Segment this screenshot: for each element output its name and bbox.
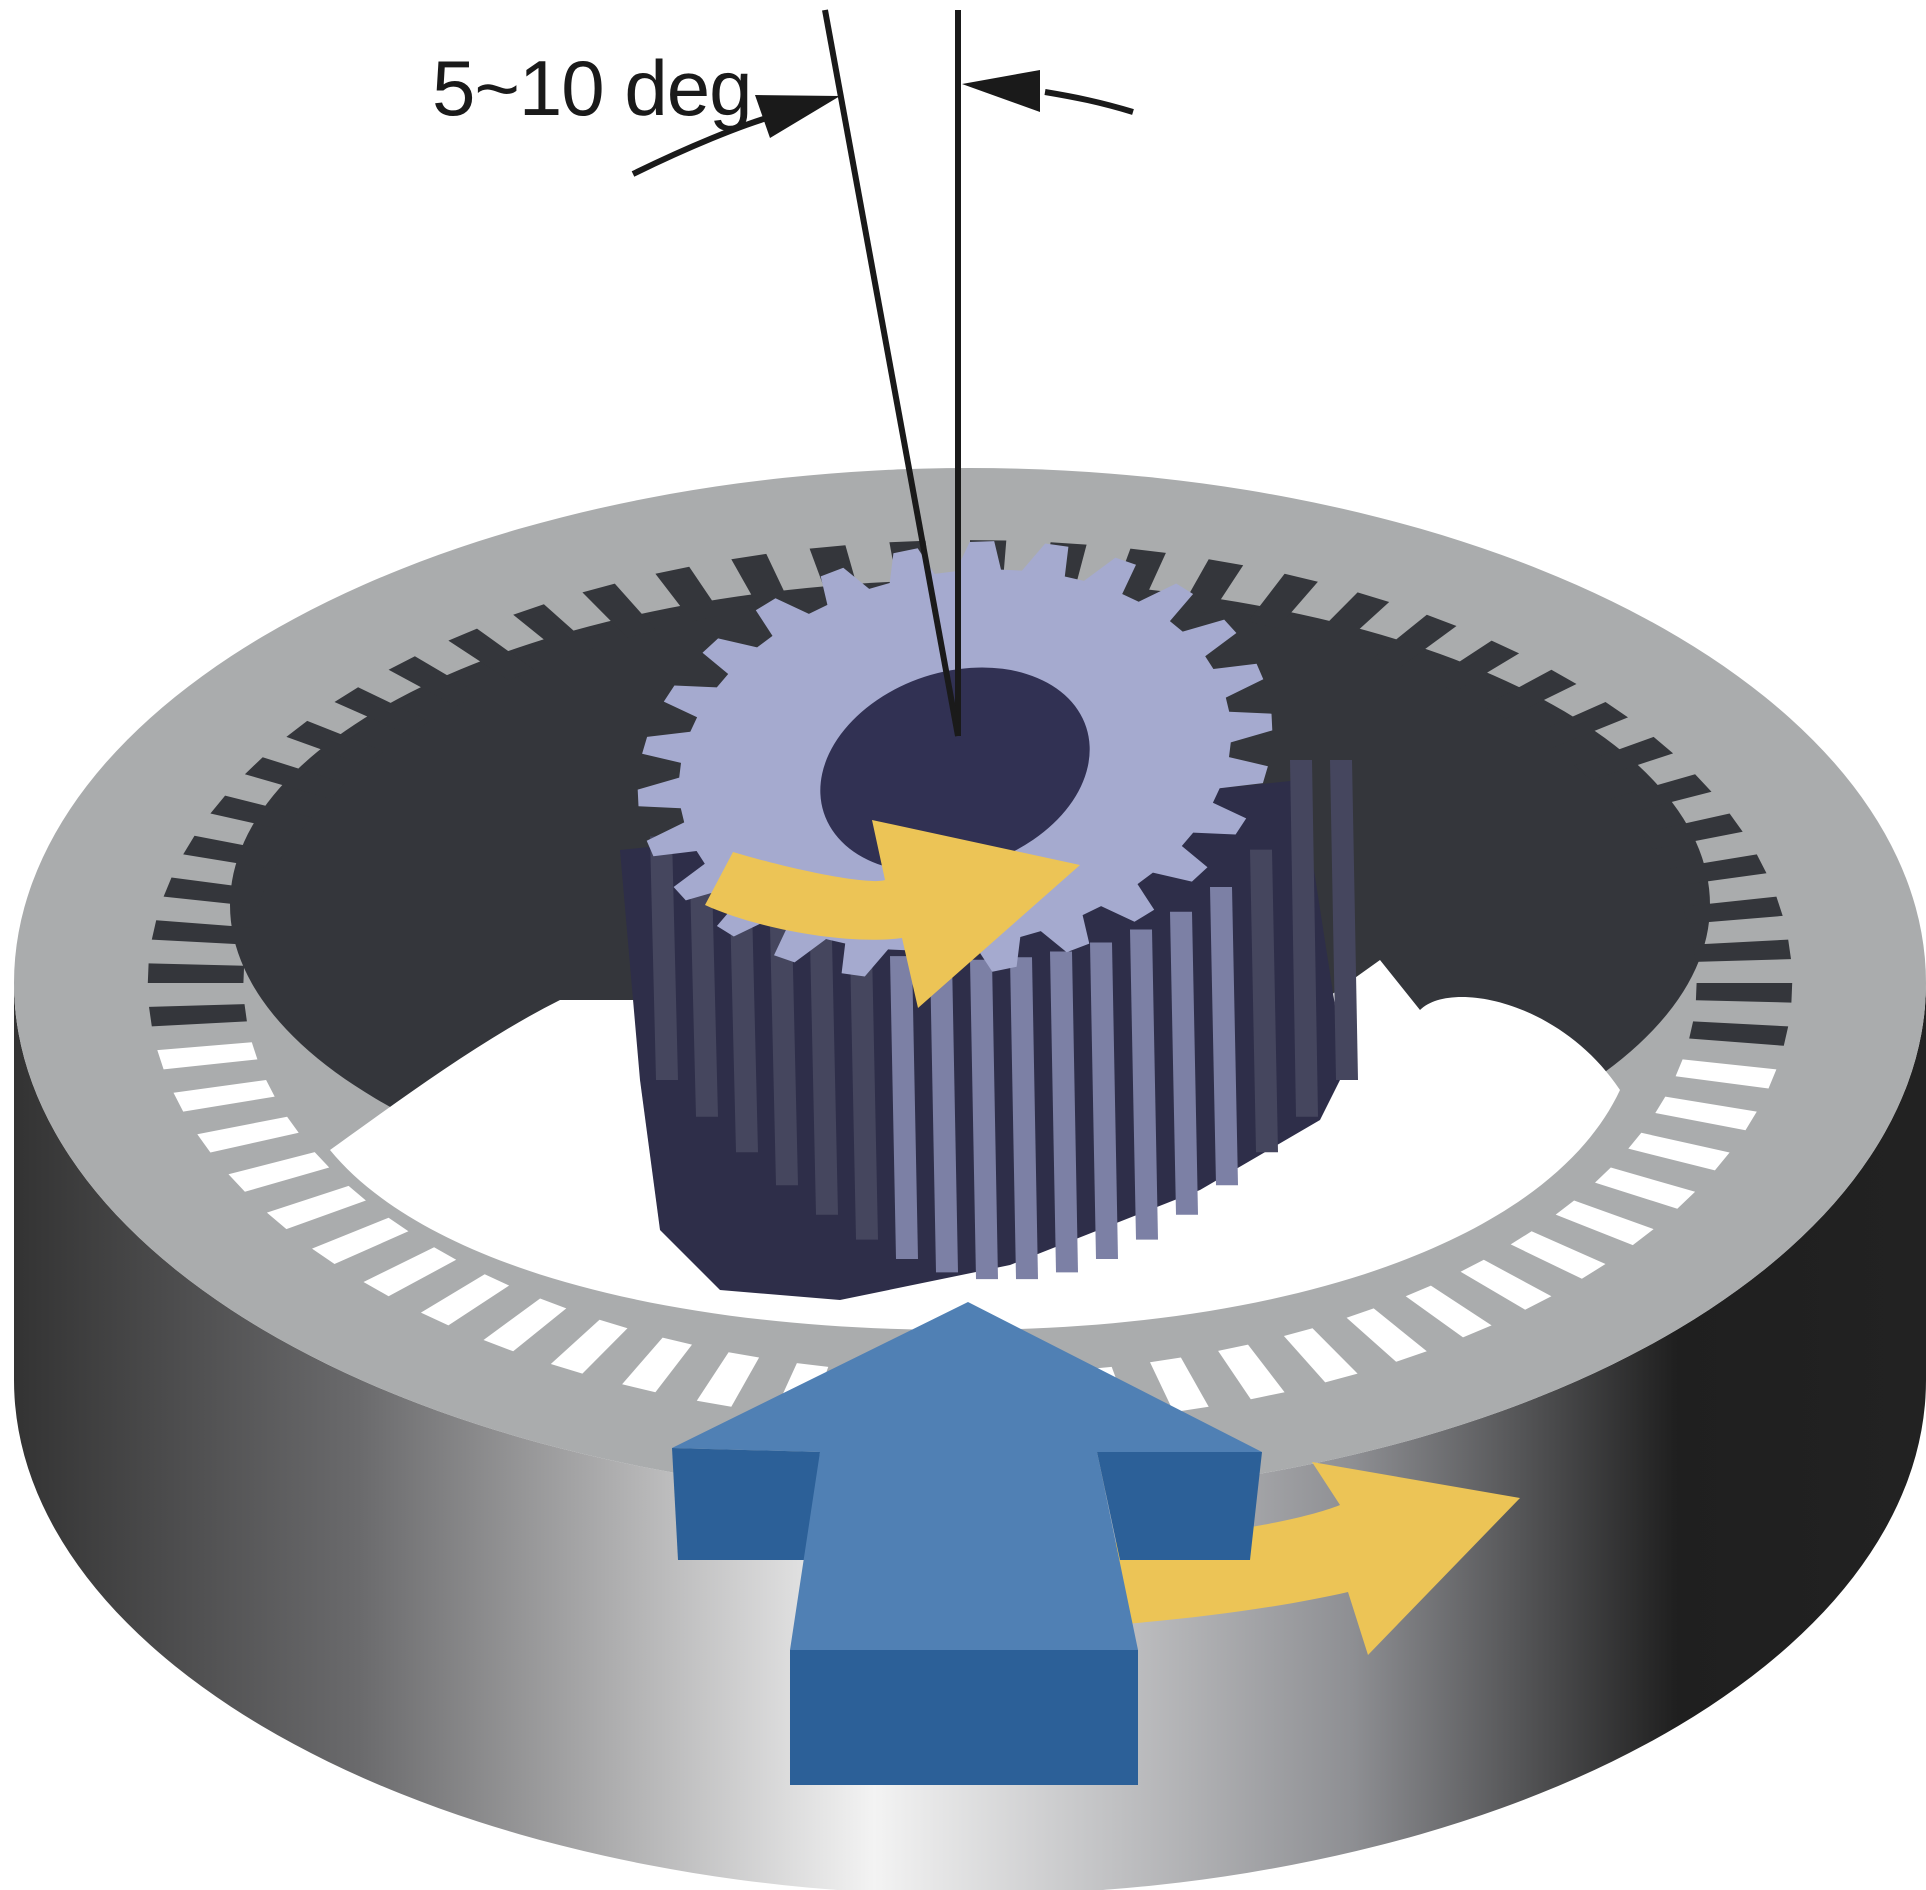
- ring-gear-side: [14, 983, 1926, 1890]
- ring-tooth-notch: [1574, 736, 1674, 781]
- angle-label: 5~10 deg: [432, 44, 752, 132]
- ring-tooth-notch: [1555, 1200, 1654, 1246]
- pinion-flute: [1290, 760, 1318, 1117]
- ring-tooth-notch: [1248, 573, 1318, 629]
- ring-tooth-notch: [183, 835, 285, 870]
- pinion-flute: [850, 949, 878, 1240]
- pinion-flute: [1210, 886, 1238, 1186]
- tool-feed-arrow: [672, 1302, 1262, 1785]
- ring-tooth-notch: [1689, 1021, 1789, 1046]
- ring-tooth-notch: [1283, 1328, 1358, 1383]
- ring-tooth-notch: [1595, 1167, 1696, 1209]
- ring-tooth-notch: [210, 795, 312, 834]
- feed-arrow-right-wing: [1097, 1452, 1262, 1560]
- angle-arrowhead-left: [755, 95, 840, 138]
- ring-tooth-notch: [1346, 1308, 1427, 1362]
- pinion-flute: [1250, 849, 1278, 1153]
- ring-tooth-notch: [1460, 1259, 1552, 1310]
- pinion-flute: [770, 925, 798, 1186]
- tool-axis-line: [822, 9, 961, 737]
- ring-tooth-notch: [622, 1337, 692, 1393]
- ring-tooth-notch: [1655, 1096, 1757, 1131]
- ring-tooth-notch: [334, 687, 430, 735]
- feed-arrow-stem-front: [790, 1650, 1138, 1785]
- pinion-flute: [930, 959, 958, 1273]
- ring-tooth-notch: [420, 1274, 510, 1326]
- ring-tooth-notch: [147, 963, 245, 983]
- ring-tooth-notch: [1693, 939, 1791, 962]
- ring-tooth-notch: [1628, 1132, 1730, 1171]
- ring-tooth-notch: [550, 1319, 628, 1374]
- ring-tooth-notch: [696, 1352, 760, 1407]
- ring-tooth-notch: [1430, 640, 1520, 692]
- ring-tooth-notch: [1312, 592, 1390, 647]
- ring-rotation-arrow: [1030, 1462, 1520, 1655]
- ring-tooth-notch: [582, 583, 657, 638]
- pinion-flutes: [650, 760, 1358, 1280]
- ring-tooth-notch: [197, 1116, 299, 1153]
- ring-tooth-notch: [1641, 813, 1743, 850]
- ring-tooth-notch: [149, 1004, 247, 1027]
- ring-tooth-notch: [1218, 1344, 1285, 1400]
- ring-tooth-notch: [173, 1080, 275, 1112]
- ring-tooth-notch: [1675, 1059, 1777, 1089]
- pinion-flute: [730, 906, 758, 1153]
- ring-tooth-notch: [1373, 614, 1457, 668]
- pinion-flute: [1050, 951, 1078, 1273]
- pinion-flute: [650, 836, 678, 1080]
- ring-tooth-notch: [163, 877, 265, 907]
- pinion-flute: [1170, 911, 1198, 1215]
- ring-tooth-notch: [1665, 854, 1767, 886]
- ring-tooth-notch: [312, 1217, 409, 1264]
- ring-tooth-notch: [1531, 702, 1628, 749]
- pinion-rotation-arrow: [705, 820, 1080, 1008]
- pinion-flute: [1010, 957, 1038, 1280]
- pinion-flute: [890, 956, 918, 1260]
- ring-tooth-notch: [1483, 669, 1577, 719]
- ring-tooth-notch: [655, 566, 722, 622]
- feed-arrow-left-wing: [672, 1448, 820, 1560]
- ring-tooth-notch: [1682, 896, 1783, 924]
- pinion-flute: [1130, 929, 1158, 1240]
- ring-tooth-notch: [286, 720, 385, 766]
- ring-tooth-notch: [1180, 559, 1244, 614]
- ring-tooth-notch: [448, 628, 535, 681]
- pinion-bore: [820, 667, 1090, 873]
- ring-tooth-notch: [1111, 548, 1166, 603]
- ring-tooth-notch: [513, 604, 594, 658]
- ring-tooth-notch: [244, 757, 345, 799]
- ring-tooth-notch: [1610, 774, 1712, 814]
- ring-tooth-notch: [731, 553, 790, 609]
- ring-tooth-notch: [363, 1247, 457, 1297]
- angle-arc-right: [1044, 89, 1134, 115]
- ring-tooth-notch: [157, 1042, 258, 1070]
- pinion-flute: [970, 959, 998, 1280]
- ring-tooth-notch: [1150, 1357, 1209, 1413]
- ring-tooth-notch: [483, 1298, 567, 1352]
- ring-tooth-notch: [151, 920, 251, 945]
- ring-tooth-notch: [1405, 1285, 1492, 1338]
- pinion-flute: [690, 879, 718, 1117]
- ring-tooth-notch: [1510, 1231, 1606, 1279]
- pinion-flute: [1330, 760, 1358, 1080]
- pinion-flute: [1090, 942, 1118, 1260]
- angle-arc-left: [631, 114, 771, 177]
- ring-tooth-notch: [1695, 983, 1793, 1003]
- pinion-flute: [810, 939, 838, 1215]
- ring-tooth-notch: [266, 1185, 366, 1230]
- ring-tooth-notch: [228, 1152, 330, 1192]
- feed-arrow-head: [672, 1302, 1262, 1650]
- tilt-angle-annotation: 5~10 deg: [432, 9, 1134, 737]
- ring-tooth-notch: [388, 656, 480, 707]
- angle-arrowhead-right: [962, 70, 1040, 112]
